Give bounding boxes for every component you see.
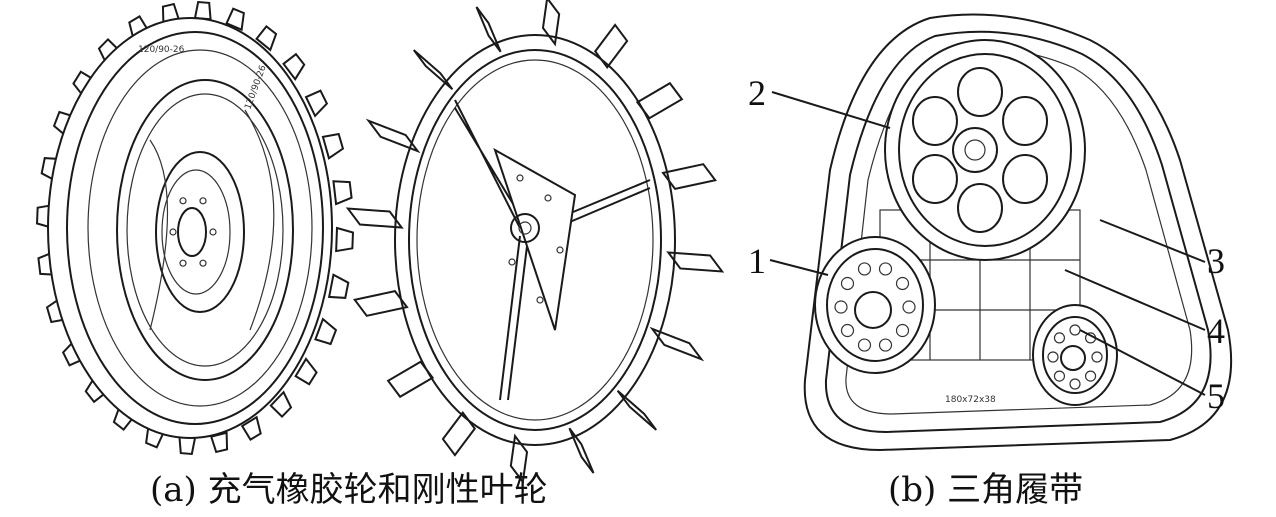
hub-plate-bolts (508, 174, 564, 304)
hub-bolt (179, 197, 187, 205)
tire-lug (314, 317, 338, 346)
callout-1: 1 (748, 241, 766, 281)
hub-bolt-holes (169, 197, 217, 267)
drive-hole (957, 67, 1003, 117)
paddle-blade (568, 427, 595, 474)
paddle-blade (365, 118, 421, 154)
rear-wheel-holes (1047, 324, 1103, 390)
tire-lug (178, 435, 197, 456)
idler-hole (840, 276, 855, 291)
front-idler-wheel (814, 236, 936, 374)
triangular-track: 180x72x38 (803, 13, 1233, 452)
plate-bolt (544, 194, 552, 202)
tire-lug (332, 180, 353, 206)
drive-wheel-holes (911, 67, 1049, 233)
paddle-blade (353, 290, 409, 317)
leader-line-5 (1079, 329, 1206, 396)
rear-hole (1047, 351, 1059, 363)
tire-lug (240, 415, 262, 441)
leader-line-2 (771, 91, 891, 129)
tire-lug (321, 132, 345, 160)
idler-hole (857, 338, 872, 352)
paddle-blade (661, 163, 717, 190)
caption-b: (b) 三角履带 (888, 470, 1084, 510)
paddle-blade (475, 6, 502, 53)
tire-lug (335, 226, 354, 253)
drive-hole (1002, 154, 1049, 204)
tire-lug (304, 89, 329, 118)
hub-bolt (209, 228, 217, 236)
hub-bolt (199, 259, 207, 267)
rear-idler-wheel (1032, 304, 1118, 406)
leader-line-4 (1064, 269, 1206, 331)
paddle-blade (593, 23, 629, 70)
drive-wheel (884, 39, 1086, 261)
track-size-marking: 180x72x38 (945, 395, 996, 405)
tire-lug (327, 273, 350, 299)
tire-lug (255, 24, 278, 52)
idler-hole (878, 338, 893, 352)
plate-bolt (556, 246, 564, 254)
rubber-tire: 120/90-26 120/90-26 (36, 0, 354, 456)
rear-hole (1091, 351, 1103, 363)
tire-lug (225, 7, 245, 32)
tire-lug (282, 52, 306, 81)
caption-a: (a) 充气橡胶轮和刚性叶轮 (150, 470, 548, 510)
idler-hole (834, 300, 848, 314)
tire-lug (269, 390, 293, 419)
plate-bolt (516, 174, 524, 182)
callout-4: 4 (1207, 311, 1225, 351)
callout-2: 2 (748, 73, 766, 113)
hub-bolt (169, 228, 177, 236)
leader-line-1 (769, 259, 829, 276)
idler-hole (857, 262, 872, 276)
tire-lug (294, 357, 318, 386)
idler-wheel-holes (834, 262, 916, 352)
paddle-blade (509, 433, 529, 485)
plate-bolt (536, 296, 544, 304)
callout-5: 5 (1207, 376, 1225, 416)
idler-hole (895, 276, 910, 291)
tire-size-marking: 120/90-26 (138, 45, 185, 55)
paddle-blade (616, 389, 658, 431)
tire-tread-lugs (36, 0, 354, 456)
idler-hole (840, 323, 855, 338)
paddle-blade (649, 326, 705, 362)
paddle-blade (441, 410, 477, 457)
drive-hole (1002, 96, 1049, 146)
tire-lug (193, 0, 212, 21)
paddle-blade (666, 251, 725, 273)
paddle-blade (345, 207, 404, 229)
plate-bolt (508, 258, 516, 266)
callout-3: 3 (1207, 241, 1225, 281)
rear-hole (1084, 370, 1097, 382)
hub-bolt (179, 259, 187, 267)
drive-hole (911, 154, 958, 204)
drive-hole (957, 183, 1003, 233)
paddle-blade (541, 0, 561, 47)
hub-bolt (199, 197, 207, 205)
drive-hole (911, 96, 958, 146)
leader-line-3 (1099, 219, 1206, 263)
rear-hole (1053, 370, 1066, 382)
leader-lines (769, 91, 1206, 396)
rigid-paddle-wheel (345, 0, 725, 485)
idler-hole (902, 300, 916, 314)
idler-hole (895, 323, 910, 338)
rear-hole (1053, 332, 1066, 344)
rear-hole (1069, 378, 1081, 390)
idler-hole (878, 262, 893, 276)
paddle-blade (412, 49, 454, 91)
